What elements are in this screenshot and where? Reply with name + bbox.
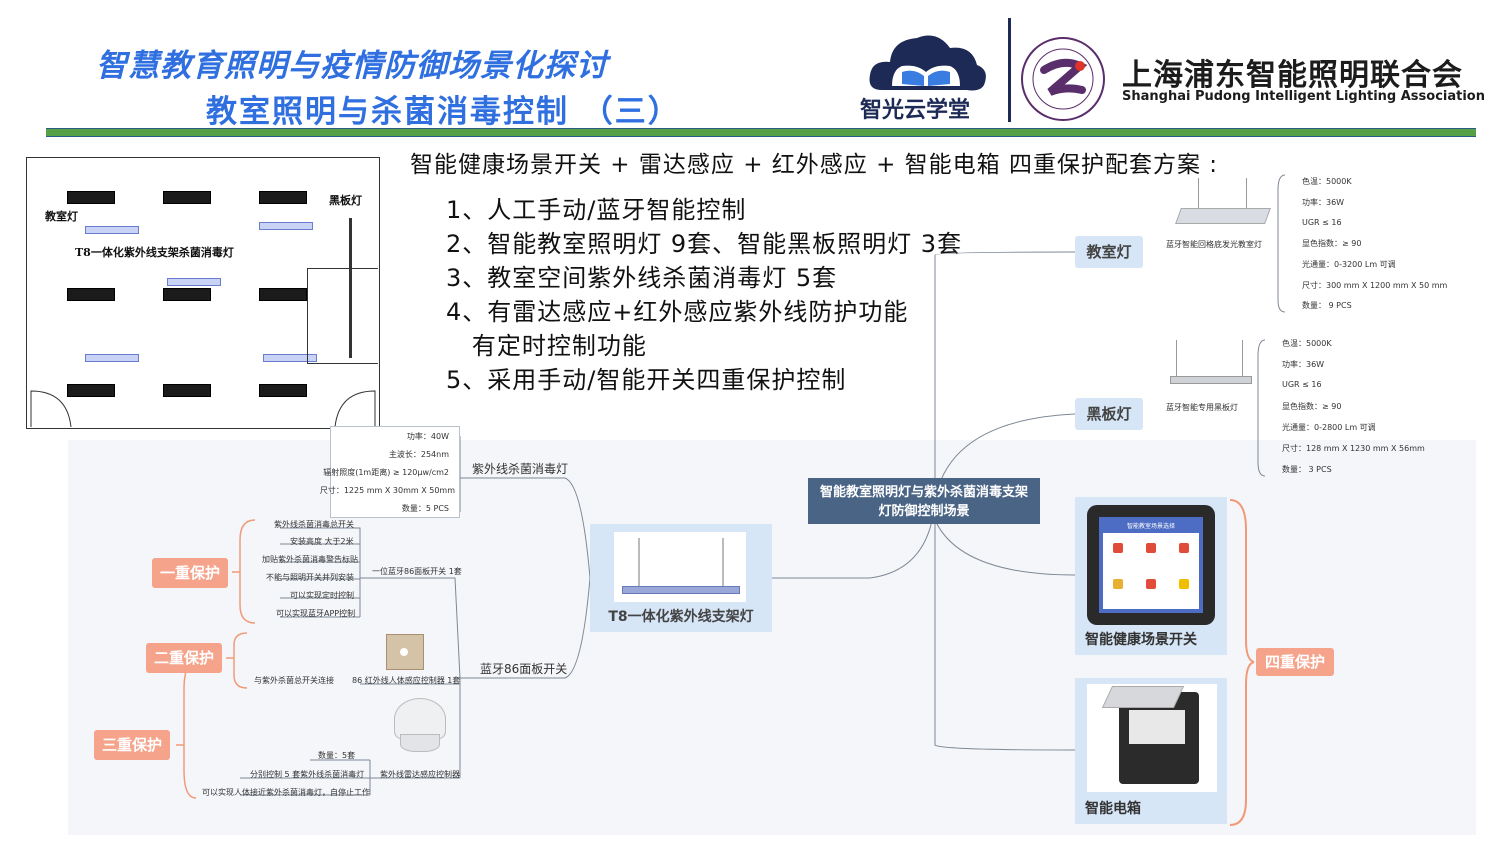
uv-tube-mark bbox=[85, 354, 139, 362]
association-name-en: Shanghai Pudong Intelligent Lighting Ass… bbox=[1122, 89, 1485, 104]
protect-1-item: 紫外线杀菌消毒总开关 bbox=[274, 520, 354, 529]
blackboard-light-node: 黑板灯 bbox=[1075, 398, 1143, 430]
t8-node: T8一体化紫外线支架灯 bbox=[590, 524, 772, 632]
classroom-light-mark bbox=[259, 384, 307, 397]
switch-screen-title: 智能教室场景选择 bbox=[1126, 523, 1175, 530]
protect-1-item: 不能与照明开关并列安装 bbox=[266, 573, 354, 582]
blackboard-spec: 光通量：0-2800 Lm 可调 bbox=[1282, 423, 1376, 432]
classroom-light-mark bbox=[163, 384, 211, 397]
classroom-floor-plan: 教室灯 黑板灯 T8一体化紫外线支架杀菌消毒灯 bbox=[26, 157, 380, 429]
scheme-title: 智能健康场景开关 + 雷达感应 + 红外感应 + 智能电箱 四重保护配套方案 : bbox=[410, 152, 1219, 178]
classroom-light-mark bbox=[163, 191, 211, 204]
scheme-item-4b: 有定时控制功能 bbox=[446, 332, 647, 360]
label-uv-light: T8一体化紫外线支架杀菌消毒灯 bbox=[75, 246, 234, 259]
smart-switch-label: 智能健康场景开关 bbox=[1085, 632, 1197, 648]
blackboard-spec: UGR ≤ 16 bbox=[1282, 380, 1322, 389]
scheme-item-4: 4、有雷达感应+红外感应紫外线防护功能 bbox=[446, 298, 909, 326]
classroom-light-mark bbox=[67, 384, 115, 397]
scheme-item-2: 2、智能教室照明灯 9套、智能黑板照明灯 3套 bbox=[446, 230, 963, 258]
protect-3-item: 分别控制 5 套紫外线杀菌消毒灯 bbox=[250, 770, 365, 779]
uv-spec-qty: 数量：5 PCS bbox=[401, 504, 449, 513]
classroom-panel-image bbox=[1172, 178, 1272, 234]
blackboard-spec: 数量： 3 PCS bbox=[1282, 465, 1332, 474]
blackboard-spec: 显色指数：≥ 90 bbox=[1282, 402, 1342, 411]
protect-2-node: 二重保护 bbox=[146, 643, 222, 673]
uv-spec-wavelength: 主波长：254nm bbox=[388, 450, 449, 459]
protect-2-left: 与紫外杀菌总开关连接 bbox=[254, 676, 334, 685]
uv-tube-mark bbox=[263, 354, 317, 362]
uv-spec-irradiance: 辐射照度(1m距离) ≥ 120μw/cm2 bbox=[323, 468, 449, 477]
protect-3-link: 紫外线雷达感应控制器 bbox=[380, 770, 460, 779]
blackboard-spec: 色温：5000K bbox=[1282, 339, 1332, 348]
protect-3-node: 三重保护 bbox=[94, 730, 170, 760]
switch-panel-image: 智能教室场景选择 bbox=[1087, 505, 1215, 625]
cloud-book-logo-icon bbox=[869, 35, 986, 91]
classroom-light-mark bbox=[67, 288, 115, 301]
smart-switch-card: 智能教室场景选择 智能健康场景开关 bbox=[1075, 497, 1227, 655]
classroom-light-caption: 蓝牙智能回格底发光教室灯 bbox=[1166, 240, 1262, 249]
blackboard-light-caption: 蓝牙智能专用黑板灯 bbox=[1166, 403, 1238, 412]
classroom-light-mark bbox=[163, 288, 211, 301]
uv-tube-mark bbox=[167, 278, 221, 286]
title-line-1: 智慧教育照明与疫情防御场景化探讨 bbox=[96, 48, 608, 84]
logo-left-text: 智光云学堂 bbox=[860, 98, 971, 123]
blackboard-spec-list: 色温：5000K 功率：36W UGR ≤ 16 显色指数：≥ 90 光通量：0… bbox=[1268, 334, 1448, 480]
uv-tube-mark bbox=[85, 226, 139, 234]
protect-3-item: 可以实现人体接近紫外杀菌消毒灯，自停止工作 bbox=[202, 788, 370, 797]
protect-2-right: 86 红外线人体感应控制器 1套 bbox=[352, 676, 461, 685]
classroom-spec: 光通量：0-3200 Lm 可调 bbox=[1302, 260, 1396, 269]
infrared-switch-image bbox=[386, 634, 424, 670]
bt-branch-label: 蓝牙86面板开关 bbox=[480, 662, 568, 676]
protect-1-item: 加贴紫外杀菌消毒警告标贴 bbox=[262, 555, 358, 564]
association-seal-icon bbox=[1021, 37, 1105, 121]
uv-tube-mark bbox=[259, 222, 313, 230]
radar-sensor-image bbox=[384, 694, 454, 756]
door-arcs bbox=[30, 390, 376, 428]
protect-1-item: 可以实现定时控制 bbox=[290, 591, 354, 600]
blackboard-frame bbox=[307, 268, 378, 364]
classroom-light-node: 教室灯 bbox=[1075, 236, 1143, 268]
label-blackboard-light: 黑板灯 bbox=[329, 194, 362, 207]
classroom-light-mark bbox=[259, 191, 307, 204]
classroom-light-mark bbox=[259, 288, 307, 301]
classroom-spec: UGR ≤ 16 bbox=[1302, 218, 1342, 227]
classroom-spec: 显色指数：≥ 90 bbox=[1302, 239, 1362, 248]
uv-spec-size: 尺寸：1225 mm X 30mm X 50mm bbox=[319, 486, 455, 495]
header-divider bbox=[46, 128, 1476, 137]
smart-box-image bbox=[1087, 684, 1217, 792]
t8-image bbox=[614, 532, 746, 602]
uv-spec-power: 功率：40W bbox=[406, 432, 449, 441]
uv-branch-label: 紫外线杀菌消毒灯 bbox=[472, 462, 569, 476]
switch-screen: 智能教室场景选择 bbox=[1099, 517, 1203, 613]
classroom-spec-list: 色温：5000K 功率：36W UGR ≤ 16 显色指数：≥ 90 光通量：0… bbox=[1288, 170, 1466, 316]
four-protect-node: 四重保护 bbox=[1256, 648, 1334, 676]
classroom-light-mark bbox=[67, 191, 115, 204]
classroom-spec: 色温：5000K bbox=[1302, 177, 1352, 186]
association-name-cn: 上海浦东智能照明联合会 bbox=[1122, 58, 1463, 93]
blackboard-light-image bbox=[1166, 340, 1252, 396]
uv-spec-box: 功率：40W 主波长：254nm 辐射照度(1m距离) ≥ 120μw/cm2 … bbox=[320, 426, 460, 518]
smart-box-card: 智能电箱 bbox=[1075, 678, 1227, 824]
protect-1-link: 一位蓝牙86面板开关 1套 bbox=[372, 567, 462, 576]
classroom-spec: 尺寸：300 mm X 1200 mm X 50 mm bbox=[1302, 281, 1448, 290]
title-line-2: 教室照明与杀菌消毒控制 （三） bbox=[206, 94, 681, 130]
classroom-spec: 功率：36W bbox=[1302, 198, 1345, 207]
blackboard-light-line bbox=[349, 218, 352, 358]
center-node: 智能教室照明灯与紫外杀菌消毒支架灯防御控制场景 bbox=[808, 478, 1040, 524]
blackboard-spec: 尺寸：128 mm X 1230 mm X 56mm bbox=[1282, 444, 1425, 453]
scheme-item-1: 1、人工手动/蓝牙智能控制 bbox=[446, 196, 747, 224]
protect-3-item: 数量：5套 bbox=[318, 751, 356, 760]
label-classroom-light: 教室灯 bbox=[45, 210, 78, 223]
scheme-item-5: 5、采用手动/智能开关四重保护控制 bbox=[446, 366, 847, 394]
protect-1-node: 一重保护 bbox=[152, 558, 228, 588]
scheme-item-3: 3、教室空间紫外线杀菌消毒灯 5套 bbox=[446, 264, 838, 292]
blackboard-spec: 功率：36W bbox=[1282, 360, 1325, 369]
switch-scene-grid bbox=[1103, 533, 1199, 609]
classroom-spec: 数量： 9 PCS bbox=[1302, 301, 1352, 310]
protect-1-item: 安装高度 大于2米 bbox=[290, 537, 354, 546]
smart-box-label: 智能电箱 bbox=[1085, 801, 1141, 817]
logo-divider bbox=[1008, 18, 1011, 122]
protect-1-item: 可以实现蓝牙APP控制 bbox=[276, 609, 356, 618]
t8-node-label: T8一体化紫外线支架灯 bbox=[608, 609, 754, 625]
